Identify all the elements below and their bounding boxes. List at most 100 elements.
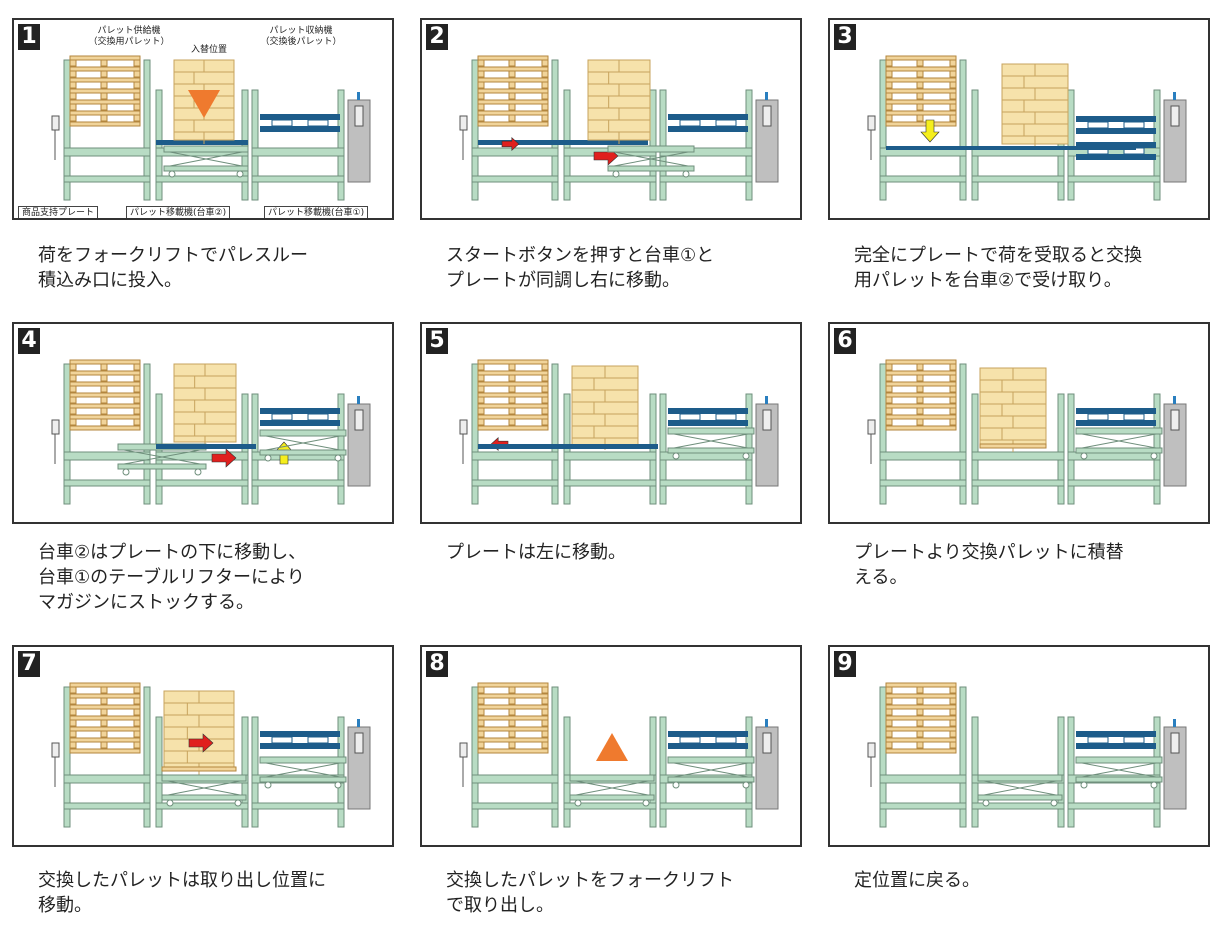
pallet-block [100, 374, 108, 382]
pallet-board [69, 715, 141, 721]
pallet-block [69, 103, 77, 111]
pallet-block [100, 70, 108, 78]
scissor-arm [265, 435, 341, 451]
pallet-board [69, 88, 141, 94]
pallet-block [69, 697, 77, 705]
pallet-block [949, 741, 957, 749]
pallet-board [477, 425, 549, 431]
pallet-block [885, 418, 893, 426]
lift-base [1075, 447, 1163, 454]
wheel [742, 781, 750, 789]
pallet-block [133, 114, 141, 122]
control-panel [354, 409, 364, 431]
pallet-block [916, 59, 924, 67]
move-arrow [188, 733, 214, 753]
pallet-block [477, 407, 485, 415]
pallet-block [69, 59, 77, 67]
pallet-block [133, 719, 141, 727]
pallet-block [508, 92, 516, 100]
step-illustration [867, 55, 1187, 201]
pallet-board [477, 381, 549, 387]
frame-post [63, 686, 71, 828]
step-panel-1: 1 パレット供給機 （交換用パレット） 入替位置 パレット収納機 （交換後パレッ… [12, 18, 394, 220]
blue-pallet-board [668, 743, 748, 749]
pallet-block [541, 103, 549, 111]
pallet-board [69, 693, 141, 699]
frame-base [879, 802, 967, 810]
frame-post [251, 89, 259, 201]
pallet-block [133, 741, 141, 749]
pallet-block [916, 396, 924, 404]
pallet-block [916, 103, 924, 111]
pallet-block [541, 418, 549, 426]
storage-unit-label: パレット収納機 （交換後パレット） [260, 26, 342, 47]
signal-lamp [765, 92, 768, 100]
pallet-block [885, 741, 893, 749]
pallet-block [477, 374, 485, 382]
wheel [574, 799, 582, 807]
frame-post [551, 686, 559, 828]
blue-pallet-board [1076, 116, 1156, 122]
blue-pallet-board [260, 126, 340, 132]
scissor-arm [169, 151, 243, 167]
signal-lamp [1173, 396, 1176, 404]
pallet-block [477, 741, 485, 749]
pallet-block [885, 697, 893, 705]
wheel [264, 454, 272, 462]
pallet-block [916, 92, 924, 100]
pallet-block [69, 92, 77, 100]
pallet-block [949, 697, 957, 705]
blue-pallet-gap [679, 736, 701, 744]
pallet-board [979, 443, 1047, 449]
pallet-block [477, 697, 485, 705]
frame-rail [971, 451, 1065, 461]
pallet-block [508, 719, 516, 727]
frame-rail [471, 451, 559, 461]
frame-post [563, 716, 571, 828]
step-caption-4: 台車②はプレートの下に移動し、 台車①のテーブルリフターにより マガジンにストッ… [38, 542, 307, 613]
frame-post [959, 686, 967, 828]
pallet-board [477, 715, 549, 721]
blue-pallet-gap [1123, 413, 1145, 421]
frame-post [155, 716, 163, 828]
step-illustration [51, 55, 371, 201]
lift-base [259, 449, 347, 456]
pallet-block [69, 418, 77, 426]
pallet-block [508, 396, 516, 404]
pallet-block [885, 719, 893, 727]
frame-post [63, 59, 71, 201]
pallet-block [100, 697, 108, 705]
scissor-arm [167, 780, 241, 796]
pallet-block [100, 686, 108, 694]
signal-lamp [765, 396, 768, 404]
frame-post [1067, 89, 1075, 201]
blue-pallet-gap [679, 119, 701, 127]
pallet-block [541, 697, 549, 705]
wheel [1150, 452, 1158, 460]
frame-post [659, 89, 667, 201]
pallet-block [69, 385, 77, 393]
blue-pallet-board [1076, 128, 1156, 134]
frame-post [1067, 393, 1075, 505]
control-panel [762, 409, 772, 431]
frame-post [879, 686, 887, 828]
pallet-board [885, 682, 957, 688]
pallet-block [916, 407, 924, 415]
pallet-block [949, 407, 957, 415]
pallet-block [69, 114, 77, 122]
lift-base [607, 165, 695, 172]
pallet-block [541, 59, 549, 67]
pallet-block [916, 708, 924, 716]
pallet-block [100, 363, 108, 371]
pallet-board [69, 110, 141, 116]
pallet-block [916, 730, 924, 738]
pallet-board [69, 99, 141, 105]
pallet-block [508, 70, 516, 78]
pallet-block [885, 92, 893, 100]
pallet-board [885, 55, 957, 61]
cargo-load [571, 365, 639, 447]
pallet-board [885, 359, 957, 365]
pallet-block [541, 730, 549, 738]
pallet-block [916, 114, 924, 122]
frame-base [251, 802, 345, 810]
